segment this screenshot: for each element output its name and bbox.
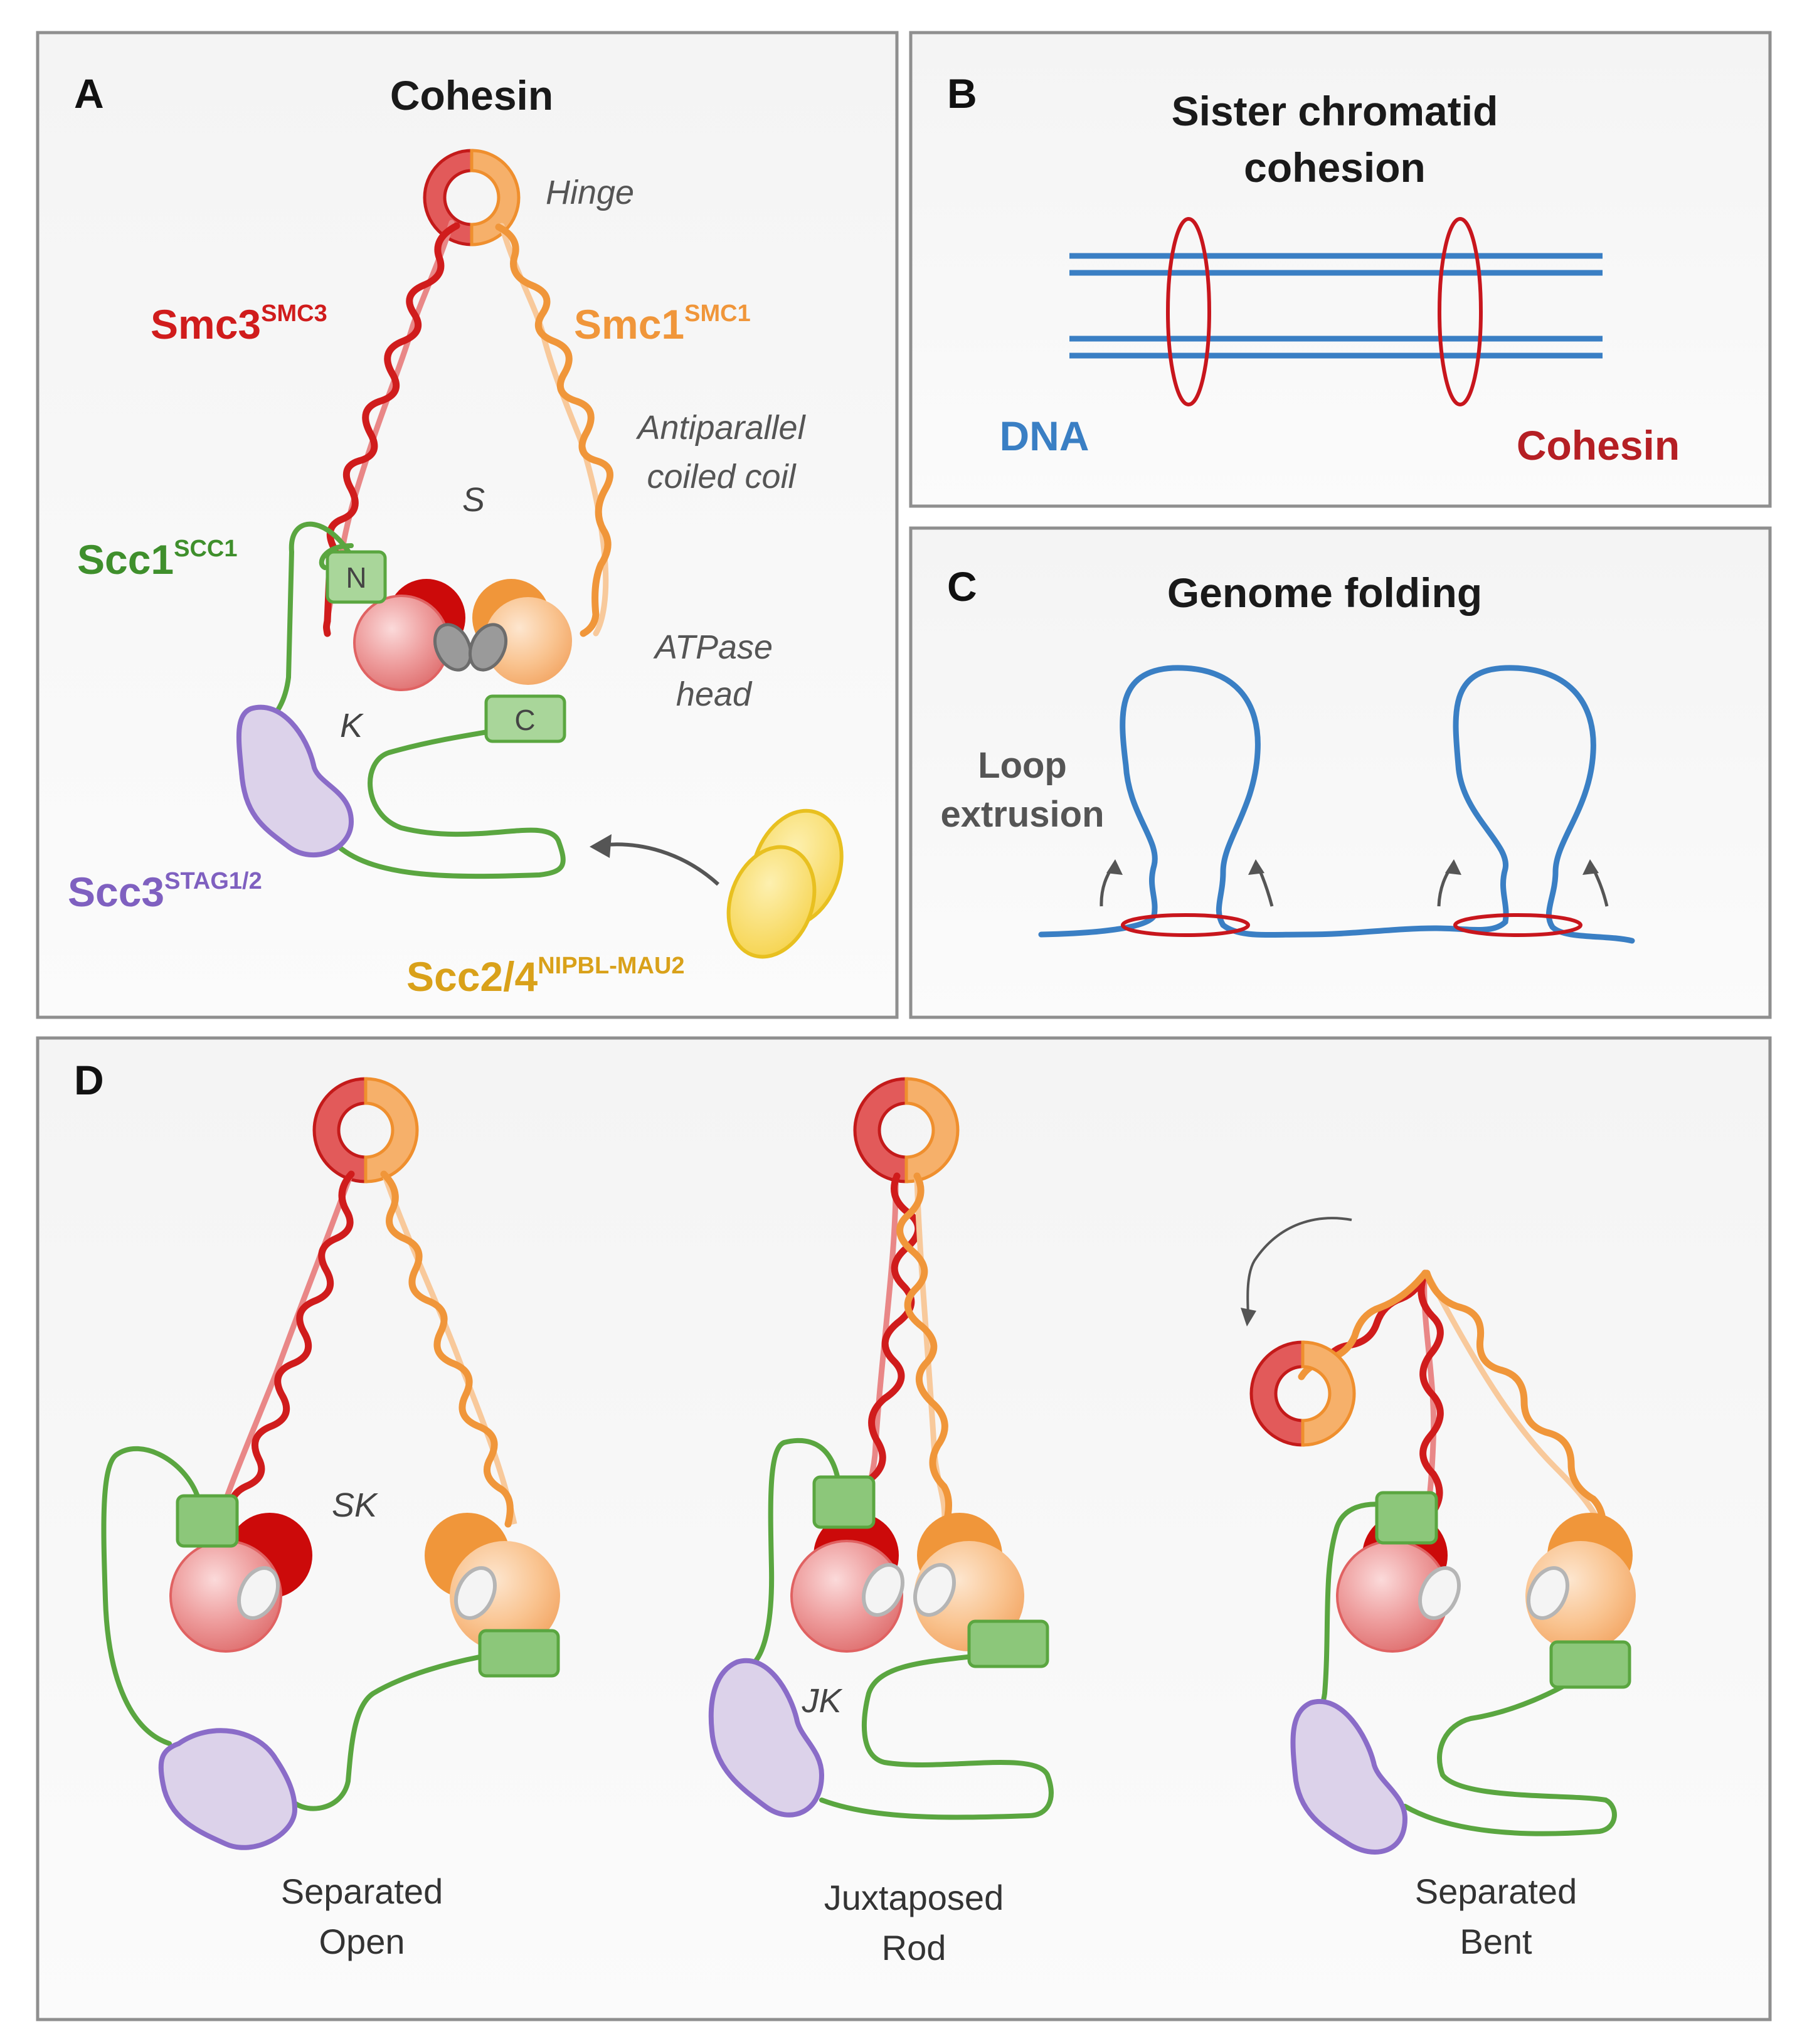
scc1-label: Scc1SCC1 bbox=[77, 536, 238, 583]
scc3-1 bbox=[158, 1728, 298, 1850]
c-box-1 bbox=[478, 1629, 560, 1678]
scc1-c-terminus bbox=[484, 694, 566, 743]
panel-c-title: Genome folding bbox=[1167, 569, 1482, 616]
loop-extrusion-label-2: extrusion bbox=[940, 794, 1104, 835]
atp-molecule-1 bbox=[433, 623, 473, 672]
panel-a-frame bbox=[36, 31, 899, 1019]
scc3-label: Scc3STAG1/2 bbox=[68, 868, 262, 915]
sister-chromatids bbox=[1069, 253, 1603, 359]
n-box-2 bbox=[812, 1475, 876, 1529]
s-compartment-label: S bbox=[462, 481, 485, 519]
cohesin-label: Cohesin bbox=[1517, 422, 1680, 469]
smc3-label: Smc3SMC3 bbox=[151, 300, 327, 347]
panel-b-title-2: cohesion bbox=[1244, 144, 1426, 191]
loading-arrow bbox=[598, 842, 720, 886]
panel-d-letter: D bbox=[74, 1057, 104, 1103]
c-box-2 bbox=[967, 1619, 1049, 1668]
state-3-line-2: Bent bbox=[1460, 1922, 1532, 1961]
loop-extrusion-label-1: Loop bbox=[978, 745, 1067, 786]
panel-d-frame bbox=[36, 1036, 1772, 2021]
smc1-label: Smc1SMC1 bbox=[574, 300, 751, 347]
panel-d: D SK Separated Open bbox=[36, 1036, 1772, 2021]
panel-b-title-1: Sister chromatid bbox=[1172, 88, 1498, 134]
cohesin-loop-ring-1 bbox=[1121, 913, 1250, 937]
state-1-line-2: Open bbox=[319, 1922, 405, 1961]
panel-b-frame bbox=[909, 31, 1772, 508]
n-box-1 bbox=[176, 1494, 239, 1548]
scc2-subunit bbox=[726, 845, 817, 959]
panel-c-letter: C bbox=[947, 563, 977, 610]
smc3-head-2 bbox=[790, 1540, 903, 1653]
state-separated-open: SK Separated Open bbox=[101, 1077, 560, 1961]
bend-arrowhead-icon bbox=[1241, 1308, 1256, 1326]
state-2-line-2: Rod bbox=[882, 1928, 946, 1967]
scc3-3 bbox=[1290, 1699, 1408, 1855]
panel-a: A Cohesin Hinge S Smc3SMC3 Smc1SMC1 Anti… bbox=[36, 31, 899, 1019]
scc3-2 bbox=[708, 1658, 825, 1818]
hinge-domain bbox=[423, 149, 521, 246]
sk-compartment-label: SK bbox=[332, 1486, 378, 1524]
scc24-label: Scc2/4NIPBL-MAU2 bbox=[406, 953, 685, 1000]
scc1-n-terminus bbox=[326, 550, 387, 604]
n-box-3 bbox=[1375, 1491, 1438, 1545]
panel-a-title: Cohesin bbox=[390, 72, 553, 119]
cohesin-loop-ring-2 bbox=[1453, 913, 1582, 937]
atpase-label-2: head bbox=[676, 675, 753, 713]
atp-molecule-2 bbox=[468, 623, 508, 672]
state-2-line-1: Juxtaposed bbox=[824, 1878, 1004, 1917]
n-terminus-label: N bbox=[346, 561, 366, 594]
cohesin-ring-1 bbox=[1166, 217, 1211, 406]
scc3-subunit bbox=[236, 704, 354, 858]
c-terminus-label: C bbox=[514, 704, 535, 736]
chromatin-fiber bbox=[1038, 665, 1635, 944]
state-separated-bent: Separated Bent bbox=[1241, 1217, 1636, 1961]
extrusion-arrowheads bbox=[1106, 859, 1599, 875]
arrow-head-icon bbox=[590, 834, 612, 858]
panel-b-letter: B bbox=[947, 70, 977, 117]
panel-a-letter: A bbox=[74, 70, 104, 117]
jk-compartment-label: JK bbox=[801, 1682, 842, 1720]
c-box-3 bbox=[1549, 1640, 1631, 1689]
hinge-label: Hinge bbox=[546, 174, 634, 211]
k-compartment-label: K bbox=[340, 707, 364, 744]
coiled-coil-label-2: coiled coil bbox=[647, 458, 797, 495]
state-3-line-1: Separated bbox=[1415, 1872, 1577, 1911]
hinge-3 bbox=[1249, 1340, 1305, 1447]
state-juxtaposed-rod: JK Juxtaposed Rod bbox=[708, 1077, 1054, 1967]
panel-c: C Genome folding Loop extrusion bbox=[909, 526, 1772, 1019]
smc1-atpase-head bbox=[484, 597, 572, 685]
cohesin-ring-2 bbox=[1438, 217, 1483, 406]
smc1-coiled-coil bbox=[495, 223, 613, 637]
panel-b: B Sister chromatid cohesion DNA Cohesin bbox=[909, 31, 1772, 508]
dna-label: DNA bbox=[1000, 413, 1089, 459]
coiled-coil-label-1: Antiparallel bbox=[635, 409, 806, 447]
bend-arrow bbox=[1246, 1217, 1352, 1318]
hinge-1 bbox=[312, 1077, 368, 1184]
atpase-label-1: ATPase bbox=[653, 628, 773, 666]
state-1-line-1: Separated bbox=[281, 1872, 443, 1911]
